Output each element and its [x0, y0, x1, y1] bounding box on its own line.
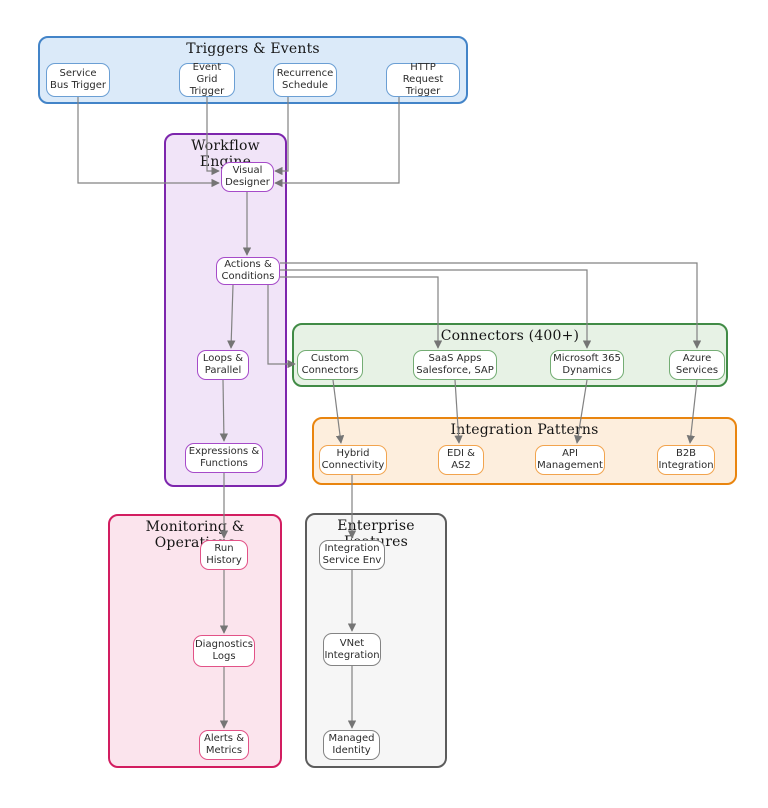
node-azure-services: Azure Services: [669, 350, 725, 380]
node-expressions-functions: Expressions & Functions: [185, 443, 263, 473]
node-loops-parallel: Loops & Parallel: [197, 350, 249, 380]
cluster-monitoring-title: Monitoring & Operations: [145, 519, 245, 551]
node-actions-conditions: Actions & Conditions: [216, 257, 280, 285]
edge-http-request-to-visual-designer: [274, 97, 400, 188]
node-vnet-integration: VNet Integration: [323, 633, 381, 666]
node-recurrence-schedule: Recurrence Schedule: [273, 63, 337, 97]
node-microsoft-365: Microsoft 365 Dynamics: [550, 350, 624, 380]
node-run-history: Run History: [200, 540, 248, 570]
node-event-grid-trigger: Event Grid Trigger: [179, 62, 235, 97]
node-diagnostics-logs: Diagnostics Logs: [193, 635, 255, 667]
cluster-triggers-title: Triggers & Events: [186, 41, 320, 57]
cluster-patterns-title: Integration Patterns: [450, 422, 599, 438]
node-api-management: API Management: [535, 445, 605, 475]
node-saas-apps: SaaS Apps Salesforce, SAP: [413, 350, 497, 380]
node-alerts-metrics: Alerts & Metrics: [199, 730, 249, 760]
cluster-connectors-title: Connectors (400+): [440, 328, 580, 344]
node-b2b-integration: B2B Integration: [657, 445, 715, 475]
node-service-bus-trigger: Service Bus Trigger: [46, 63, 110, 97]
node-visual-designer: Visual Designer: [221, 162, 274, 192]
node-http-request-trigger: HTTP Request Trigger: [386, 62, 460, 97]
node-edi-as2: EDI & AS2: [438, 445, 484, 475]
node-managed-identity: Managed Identity: [323, 730, 380, 760]
node-integration-service-env: Integration Service Env: [319, 540, 385, 570]
node-custom-connectors: Custom Connectors: [297, 350, 363, 380]
node-hybrid-connectivity: Hybrid Connectivity: [319, 445, 387, 475]
